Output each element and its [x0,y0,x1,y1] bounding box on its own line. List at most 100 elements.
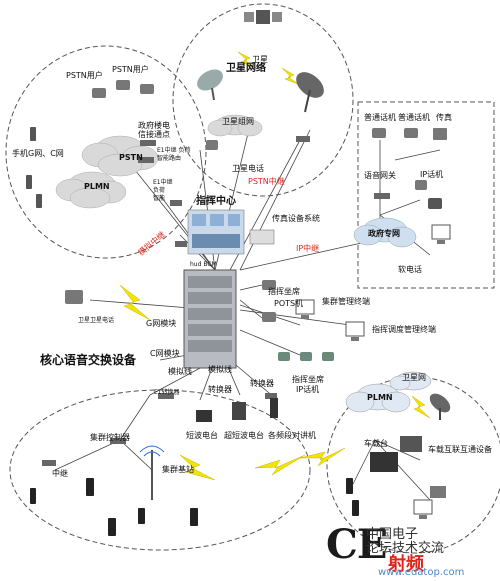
converter-label: 转换器 [250,379,274,388]
ip-phone-label: IP话机 [420,170,444,179]
satellite-network-label: 卫星网络 [226,63,266,74]
shortwave-label: 短波电台 [186,431,218,440]
ip-phone-icon [428,198,442,209]
gov-access-label: 信接通点 [138,130,170,139]
walkie-talkie-icon [270,398,278,418]
e1-trunk-label: E1中继 负荷 [157,147,191,154]
pots-label: POTS机 [274,299,304,308]
phone-icon [404,128,418,138]
monitor-icon [295,299,315,319]
phone-label: 普通话机 [364,113,396,122]
fax-system-label: 传真设备系统 [272,214,320,223]
router-icon [42,136,390,466]
phone-icon [92,88,106,98]
satellite-phone-label: 卫星电话 [232,164,264,173]
satellite-label: 卫星 [252,55,268,64]
pstn-user-label: PSTN用户 [66,71,103,80]
satellite-icon [244,10,282,24]
sat-phone-label: 卫星卫星电话 [78,317,115,324]
gov-network-zone [357,101,495,289]
pstn-trunk-label: PSTN中继 [248,177,285,186]
command-center-image [187,209,245,255]
dispatch-seat-label: 指挥坐席 [268,287,300,296]
shortwave-radio-icon [196,410,212,422]
watermark-text: 中国电子 论坛技术交流 [366,527,445,556]
vehicle-zone [326,376,500,554]
mobile-network-label: 手机G网、C网 [12,149,64,158]
pstn-cloud-label: PSTN [119,153,143,162]
mobile-phone-icon [26,127,42,208]
plmn-cloud-label: PLMN [84,182,110,191]
converter-label: 转换器 [208,385,232,394]
e1-trunk-label: 负荷 [153,187,166,194]
relay-label: 中继 [52,469,68,478]
watermark-site: 射频 [386,554,426,575]
gov-net-label: 政府专网 [368,229,400,238]
gov-access-label: 政府楼电 [138,121,170,130]
phone-icon [372,128,386,138]
wireless-links [119,51,431,481]
satellite-zone [172,3,354,197]
ip-phone-icon [278,352,334,361]
voice-gateway-label: 语音网关 [364,171,396,180]
phone-icon [206,140,218,150]
soft-phone-label: 软电话 [398,265,422,274]
ip-phone-icon [415,180,427,190]
satellite-net-label: 卫星组网 [222,117,254,126]
e1-converter-label: E1转换器 [154,389,180,396]
cluster-ctrl-label: 集群控制器 [90,433,130,442]
vehicle-station-rack [370,452,398,472]
g-module-label: G网模块 [146,319,177,328]
phone-icon [116,80,130,90]
interconnect-label: 车载互联互通设备 [428,445,492,454]
walkie-label: 各频段对讲机 [268,431,316,440]
analog-line-label: 模拟线 [208,365,232,374]
plmn-vehicle-cloud [345,383,411,413]
ip-trunk-label: IP中继 [296,244,320,253]
monitor-icon [431,224,451,244]
ip-seat-label: 指挥坐席 [292,375,324,384]
dispatch-mgmt-label: 指挥调度管理终端 [372,325,436,334]
walkie-talkie-icon [30,478,198,536]
interconnect-device-icon [400,436,422,452]
server-icon [430,486,446,498]
ip-seat-label: IP话机 [296,385,320,394]
fax-label: 传真 [436,113,452,122]
ultra-shortwave-label: 超短波电台 [224,431,264,440]
vehicle-sat-net-label: 卫星网 [402,373,426,382]
gov-net-cloud [353,217,417,248]
seat-phone-icon [262,280,276,322]
command-center-label: 指挥中心 [196,196,236,207]
cluster-base-station-icon [139,445,165,500]
plmn-cloud [55,171,127,209]
phone-label: 普通话机 [398,113,430,122]
phone-icon [65,290,83,304]
e1-trunk-label: E1中继 [153,179,173,186]
bcm-label: hud BCM [190,261,217,268]
monitor-icon [345,321,365,341]
vehicle-station-label: 车载台 [364,439,388,448]
satellite-dish-icon [197,69,223,101]
satellite-dish-icon [429,393,451,420]
e1-trunk-label: 智能路由 [157,155,182,162]
pstn-user-label: PSTN用户 [112,65,149,74]
vehicle-plmn-label: PLMN [367,393,393,402]
core-switch-label: 核心语音交换设备 [40,353,137,367]
watermark-url: www.edatop.com [378,567,465,578]
e1-trunk-label: 智能 [153,195,166,202]
cluster-mgmt-label: 集群管理终端 [322,297,370,306]
ultra-shortwave-radio-icon [232,402,246,420]
c-module-label: C网模块 [150,349,180,358]
sat-net-vehicle-cloud [389,371,432,391]
sat-net-cloud [207,114,263,137]
walkie-talkie-icon [346,478,359,516]
watermark-logo: CE [326,521,387,568]
monitor-icon [413,499,433,519]
satellite-dish-icon [296,72,324,113]
phone-icon [140,84,154,94]
core-switch-rack [183,269,237,369]
fax-icon [433,128,447,140]
analog-line-label: 模拟线 [168,367,192,376]
fax-system-icon [249,229,275,245]
